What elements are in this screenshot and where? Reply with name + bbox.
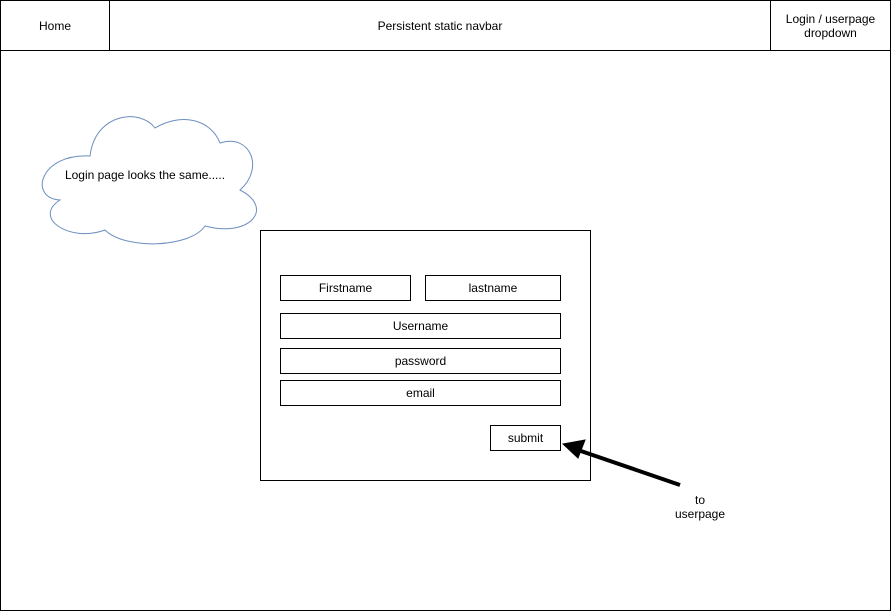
nav-home-link[interactable]: Home [1, 1, 110, 50]
email-field[interactable]: email [280, 380, 561, 406]
cloud-note-text: Login page looks the same..... [64, 168, 226, 182]
submit-button[interactable]: submit [490, 425, 561, 451]
signup-form [260, 230, 591, 481]
arrow-shaft [577, 448, 681, 487]
navbar-title: Persistent static navbar [110, 1, 770, 50]
firstname-field[interactable]: Firstname [280, 275, 411, 301]
arrow-head [561, 439, 586, 459]
email-label: email [406, 386, 435, 400]
navbar: Home Persistent static navbar Login / us… [1, 1, 890, 51]
lastname-field[interactable]: lastname [425, 275, 561, 301]
firstname-label: Firstname [318, 281, 373, 295]
password-label: password [394, 354, 447, 368]
username-label: Username [392, 319, 449, 333]
login-dropdown-label: Login / userpage dropdown [785, 11, 876, 40]
arrow-annotation-label: to userpage [674, 493, 726, 521]
nav-home-label: Home [38, 18, 71, 33]
password-field[interactable]: password [280, 348, 561, 374]
cloud-note-shape [41, 116, 257, 245]
navbar-title-label: Persistent static navbar [377, 18, 503, 33]
submit-label: submit [507, 431, 544, 445]
login-userpage-dropdown[interactable]: Login / userpage dropdown [770, 1, 890, 50]
lastname-label: lastname [468, 281, 518, 295]
username-field[interactable]: Username [280, 313, 561, 339]
cloud-outline [41, 116, 257, 245]
